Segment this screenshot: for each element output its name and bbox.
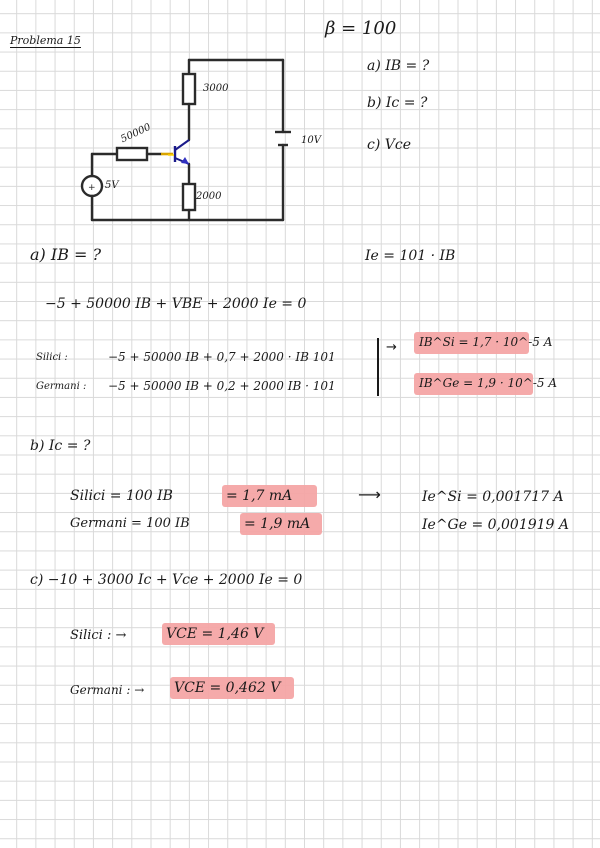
ie-ge-value: Ie^Ge = 0,001919 A bbox=[422, 517, 570, 533]
highlight-vce-ge bbox=[170, 677, 294, 699]
arrow-icon: → bbox=[386, 340, 397, 355]
silici-b: Silici = 100 IB bbox=[70, 488, 173, 504]
highlight-ic-si bbox=[222, 485, 317, 507]
resistor-collector-label: 3000 bbox=[203, 83, 229, 94]
highlight-result-si bbox=[414, 332, 529, 354]
long-arrow-icon: ⟶ bbox=[358, 485, 381, 504]
question-a: a) IB = ? bbox=[367, 58, 430, 74]
beta-value: β = 100 bbox=[325, 18, 397, 39]
part-b-heading: b) Ic = ? bbox=[30, 438, 91, 454]
question-b: b) Ic = ? bbox=[367, 95, 428, 111]
part-a-relation: Ie = 101 · IB bbox=[365, 248, 456, 264]
source-small-label: 5V bbox=[105, 180, 119, 191]
ic-si-value: = 1,7 mA bbox=[226, 488, 293, 504]
highlight-vce-si bbox=[162, 623, 275, 645]
bracket-line bbox=[377, 338, 379, 396]
part-a-equation: −5 + 50000 IB + VBE + 2000 Ie = 0 bbox=[45, 296, 307, 312]
highlight-ic-ge bbox=[240, 513, 322, 535]
germani-label-a: Germani : bbox=[36, 381, 87, 392]
question-c: c) Vce bbox=[367, 137, 411, 153]
silici-equation-a: −5 + 50000 IB + 0,7 + 2000 · IB 101 bbox=[108, 350, 336, 364]
result-ib-si: IB^Si = 1,7 · 10^-5 A bbox=[419, 335, 553, 349]
silici-c-label: Silici : → bbox=[70, 628, 127, 643]
page-title: Problema 15 bbox=[10, 34, 81, 48]
vce-si-value: VCE = 1,46 V bbox=[166, 626, 264, 642]
vce-ge-value: VCE = 0,462 V bbox=[174, 680, 281, 696]
source-big-label: 10V bbox=[301, 135, 321, 146]
germani-b: Germani = 100 IB bbox=[70, 516, 190, 531]
transistor-collector bbox=[174, 139, 190, 151]
resistor-emitter-label: 2000 bbox=[196, 191, 222, 202]
germani-equation-a: −5 + 50000 IB + 0,2 + 2000 IB · 101 bbox=[108, 379, 336, 393]
result-ib-ge: IB^Ge = 1,9 · 10^-5 A bbox=[419, 376, 558, 390]
svg-text:+: + bbox=[88, 183, 96, 193]
emitter-arrow bbox=[181, 157, 189, 164]
silici-label-a: Silici : bbox=[36, 352, 68, 363]
circuit-diagram: + bbox=[80, 58, 291, 222]
part-c-equation: c) −10 + 3000 Ic + Vce + 2000 Ie = 0 bbox=[30, 572, 303, 588]
part-a-heading: a) IB = ? bbox=[30, 245, 102, 264]
highlight-result-ge bbox=[414, 373, 533, 395]
ie-si-value: Ie^Si = 0,001717 A bbox=[422, 489, 564, 505]
germani-c-label: Germani : → bbox=[70, 683, 145, 697]
ic-ge-value: = 1,9 mA bbox=[244, 516, 311, 532]
